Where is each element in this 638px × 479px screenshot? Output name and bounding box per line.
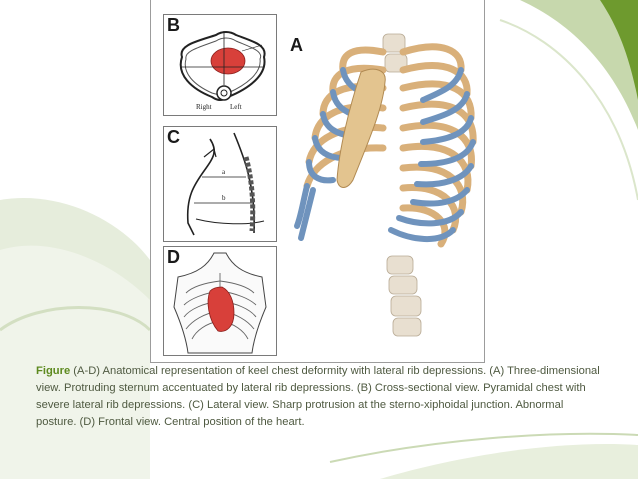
label-b: b: [222, 194, 226, 202]
panel-d-letter: D: [167, 247, 180, 267]
panel-b-letter: B: [167, 15, 180, 35]
label-a: a: [222, 168, 226, 176]
panel-c-letter: C: [167, 127, 180, 147]
label-left: Left: [230, 103, 242, 111]
bottom-right-swoosh: [380, 444, 638, 479]
figure-caption: Figure (A-D) Anatomical representation o…: [36, 363, 606, 431]
top-right-curve: [499, 19, 638, 201]
left-cartilage: [294, 67, 364, 241]
panel-b: B Right Left: [163, 14, 277, 116]
right-cartilage: [388, 67, 476, 243]
panel-a-letter: A: [290, 35, 303, 55]
caption-label: Figure: [36, 365, 71, 377]
lateral-view-illustration: [186, 132, 265, 236]
caption-text: (A-D) Anatomical representation of keel …: [36, 365, 600, 428]
panel-d: D: [163, 246, 277, 356]
label-right: Right: [196, 103, 212, 111]
bottom-left-curve: [0, 306, 152, 332]
figure-frame: B Right Left C a b D: [150, 0, 485, 363]
heart-frontal: [207, 286, 235, 332]
sternum: [336, 68, 386, 188]
heart-cross-section: [210, 47, 246, 75]
bottom-right-curve: [329, 432, 638, 463]
top-right-swoosh-light: [520, 0, 638, 130]
frontal-view-illustration: [173, 252, 267, 354]
rib-cage-illustration: [294, 33, 477, 337]
cross-section-illustration: [179, 31, 266, 101]
bottom-left-swoosh-light: [0, 245, 150, 479]
spine: [382, 33, 422, 337]
panel-c: C a b: [163, 126, 277, 242]
top-right-swoosh: [560, 0, 638, 110]
